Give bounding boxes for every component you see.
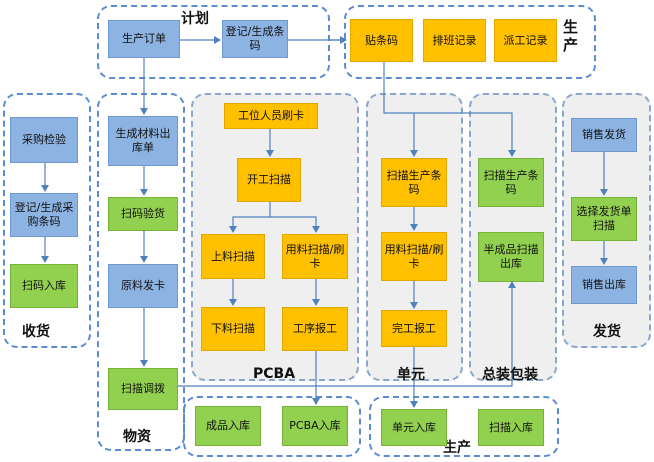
group-receiving [3, 93, 91, 348]
node-production-order: 生产订单 [108, 20, 180, 58]
group-label-receiving: 收货 [22, 324, 50, 340]
node-process-report: 工序报工 [282, 307, 348, 351]
node-material-issue: 原料发卡 [108, 264, 178, 308]
group-finished-pcba-inbound [183, 396, 361, 457]
node-sales-shipping: 销售发货 [571, 118, 637, 152]
node-scan-inspect: 扫码验货 [108, 197, 178, 231]
group-label-materials: 物资 [123, 429, 151, 445]
node-sales-outbound: 销售出库 [571, 266, 637, 304]
node-generate-material-outbound: 生成材料出库单 [108, 116, 178, 166]
node-finished-goods-inbound: 成品入库 [195, 406, 261, 446]
node-loading-scan: 上料扫描 [201, 234, 265, 279]
group-production-bottom [369, 396, 559, 457]
node-register-production-barcode: 登记/生成条码 [222, 20, 288, 58]
node-material-scan-swipe-unit: 用料扫描/刷卡 [381, 232, 447, 281]
group-materials [97, 93, 185, 451]
node-completion-report: 完工报工 [381, 310, 447, 347]
node-semi-finished-scan-outbound: 半成品扫描出库 [478, 232, 544, 282]
node-select-shipping-order-scan: 选择发货单扫描 [571, 197, 637, 241]
node-dispatch-record: 派工记录 [494, 19, 557, 62]
group-label-production-top: 生产 [563, 18, 579, 54]
node-purchase-inspection: 采购检验 [10, 117, 78, 163]
group-label-production-bottom: 生产 [443, 440, 471, 456]
node-scan-production-barcode-assembly: 扫描生产条码 [478, 158, 544, 207]
node-unit-inbound: 单元入库 [381, 409, 447, 446]
node-badge-swipe: 工位人员刷卡 [224, 103, 318, 129]
group-label-pcba: PCBA [253, 366, 296, 382]
node-scan-inbound: 扫码入库 [10, 264, 78, 308]
group-label-assembly-pack: 总装包装 [482, 367, 538, 383]
group-plan [97, 5, 330, 79]
node-scan-production-barcode-unit: 扫描生产条码 [381, 158, 447, 207]
group-label-plan: 计划 [181, 11, 209, 27]
node-register-purchase-barcode: 登记/生成采购条码 [10, 193, 78, 237]
node-unloading-scan: 下料扫描 [201, 307, 265, 351]
node-paste-barcode: 贴条码 [350, 19, 413, 62]
node-scan-inbound-bottom: 扫描入库 [478, 409, 544, 446]
node-pcba-inbound: PCBA入库 [282, 406, 348, 446]
group-label-shipping: 发货 [593, 324, 621, 340]
node-material-scan-swipe-pcba: 用料扫描/刷卡 [282, 234, 348, 279]
group-label-unit: 单元 [397, 367, 425, 383]
node-scan-transfer: 扫描调拨 [108, 368, 178, 410]
node-shift-record: 排班记录 [423, 19, 486, 62]
node-start-scan: 开工扫描 [237, 158, 301, 202]
